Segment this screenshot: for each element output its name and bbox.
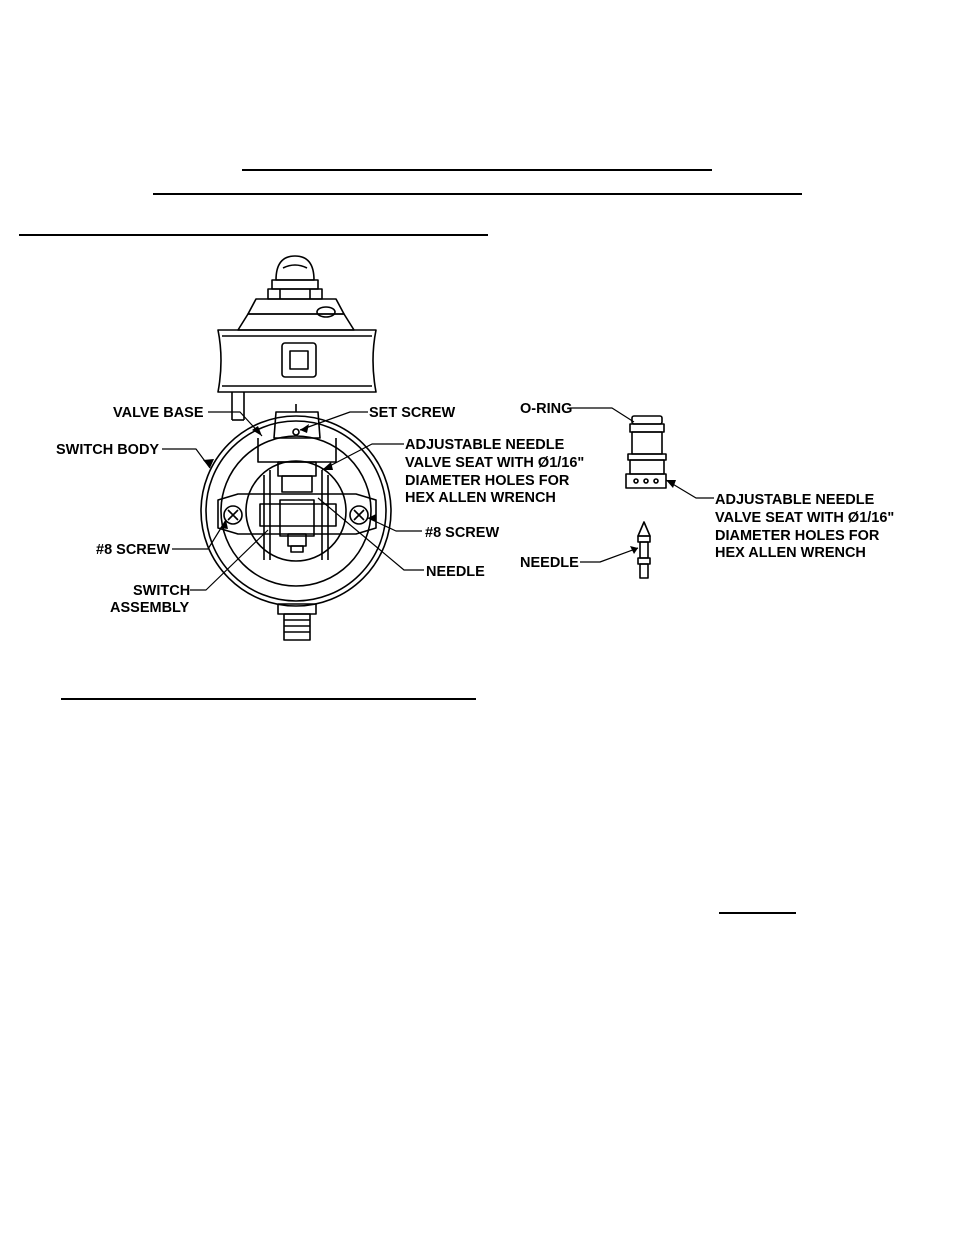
screw-left: [223, 505, 243, 525]
section-rule-1: [19, 234, 488, 236]
label-valve-base: VALVE BASE: [113, 405, 204, 421]
label-switch-assembly-2: ASSEMBLY: [110, 600, 190, 616]
label-screw-left: #8 SCREW: [96, 542, 170, 558]
valve-seat-detail: [625, 415, 667, 489]
screw-right: [349, 505, 369, 525]
label-screw-right: #8 SCREW: [425, 525, 499, 541]
label-detail-adjustable-3: DIAMETER HOLES FOR: [715, 528, 880, 544]
label-adjustable-needle-1: ADJUSTABLE NEEDLE: [405, 437, 565, 453]
needle-cluster: [263, 461, 329, 560]
label-switch-assembly-1: SWITCH: [133, 583, 190, 599]
heading-rule-2: [153, 193, 802, 195]
label-needle-detail: NEEDLE: [520, 555, 579, 571]
section-rule-2: [61, 698, 476, 700]
bottom-fitting: [277, 603, 317, 641]
switch-bracket: [217, 493, 377, 553]
valve-body: [217, 329, 377, 421]
label-adjustable-needle-3: DIAMETER HOLES FOR: [405, 473, 570, 489]
label-o-ring: O-RING: [520, 401, 572, 417]
label-adjustable-needle-4: HEX ALLEN WRENCH: [405, 490, 556, 506]
heading-rule-1: [242, 169, 712, 171]
short-rule: [719, 912, 796, 914]
label-switch-body: SWITCH BODY: [56, 442, 159, 458]
valve-base: [257, 404, 337, 463]
arrowheads: [203, 424, 676, 554]
leader-lines: [162, 407, 714, 591]
label-adjustable-needle-2: VALVE SEAT WITH Ø1/16": [405, 455, 584, 471]
labels: VALVE BASE SET SCREW SWITCH BODY ADJUSTA…: [56, 401, 894, 616]
needle-detail: [637, 521, 651, 579]
switch-body: [200, 415, 392, 607]
label-needle-main: NEEDLE: [426, 564, 485, 580]
label-detail-adjustable-4: HEX ALLEN WRENCH: [715, 545, 866, 561]
top-cap: [237, 255, 355, 331]
label-detail-adjustable-1: ADJUSTABLE NEEDLE: [715, 492, 875, 508]
label-set-screw: SET SCREW: [369, 405, 456, 421]
label-detail-adjustable-2: VALVE SEAT WITH Ø1/16": [715, 510, 894, 526]
